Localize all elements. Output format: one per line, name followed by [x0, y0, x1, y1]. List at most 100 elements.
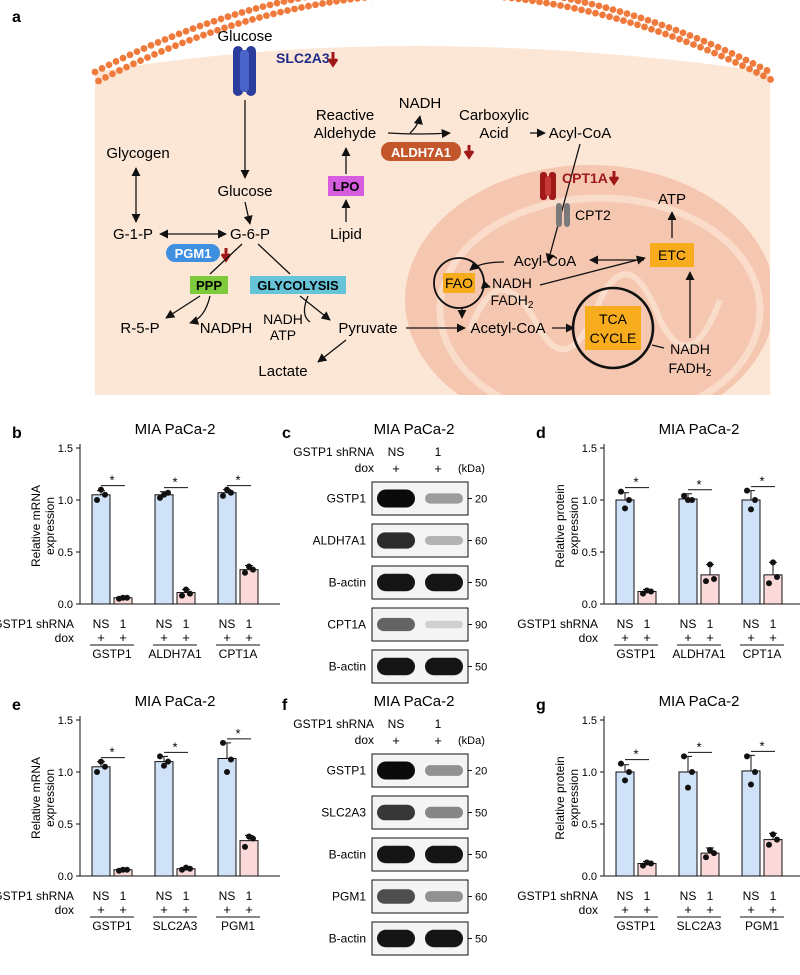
significance-star: * — [696, 739, 701, 754]
data-point — [748, 506, 754, 512]
y-tick-label: 1.0 — [58, 495, 73, 507]
condition-label: 1 — [246, 889, 253, 903]
membrane-dot — [750, 60, 757, 67]
data-point — [774, 574, 780, 580]
blot-row-label: GSTP1 — [327, 764, 367, 778]
data-point — [766, 842, 772, 848]
membrane-dot — [298, 4, 305, 11]
membrane-dot — [92, 69, 99, 76]
blot-row-label: B-actin — [329, 660, 366, 674]
membrane-dot — [599, 11, 606, 18]
bar — [764, 575, 782, 604]
group-label: SLC2A3 — [153, 919, 198, 933]
dox-mark: + — [684, 902, 692, 917]
data-point — [770, 831, 776, 837]
pgm1-label: PGM1 — [175, 246, 212, 261]
g6p: G-6-P — [230, 226, 270, 243]
membrane-dot — [144, 54, 151, 61]
etc-label: ETC — [658, 247, 686, 263]
membrane-dot — [267, 1, 274, 8]
blot-band — [425, 891, 463, 902]
bar — [240, 570, 258, 604]
membrane-dot — [617, 8, 624, 15]
acetyl-coa: Acetyl-CoA — [470, 320, 545, 337]
membrane-dot — [711, 50, 718, 57]
data-point — [228, 757, 234, 763]
fadh-1-text: FADH — [491, 292, 528, 308]
membrane-dot — [589, 1, 596, 8]
blot-band — [425, 807, 463, 818]
membrane-dot — [319, 0, 326, 7]
y-axis-label-line: expression — [43, 769, 57, 827]
condition-label: NS — [156, 617, 173, 631]
y-axis-label: Relative mRNAexpression — [29, 485, 57, 567]
membrane-dot — [669, 33, 676, 40]
y-tick-label: 1.0 — [58, 767, 73, 779]
membrane-dot — [648, 26, 655, 33]
membrane-dot — [659, 22, 666, 29]
nadh-3: NADH — [670, 341, 710, 357]
membrane-dot — [169, 33, 176, 40]
membrane-dot — [624, 10, 631, 17]
membrane-dot — [652, 19, 659, 26]
dox-mark: + — [621, 902, 629, 917]
dox-mark: + — [747, 902, 755, 917]
y-tick-label: 1.0 — [582, 767, 597, 779]
data-point — [165, 759, 171, 765]
significance-star: * — [759, 474, 764, 489]
significance-star: * — [109, 745, 114, 760]
membrane-dot — [550, 1, 557, 8]
membrane-dot — [631, 12, 638, 19]
membrane-dot — [638, 15, 645, 22]
blot-title: MIA PaCa-2 — [374, 421, 455, 438]
membrane-dot — [193, 34, 200, 41]
condition-label: 1 — [120, 889, 127, 903]
membrane-dot — [673, 27, 680, 34]
significance-star: * — [235, 473, 240, 488]
blot-band — [425, 574, 463, 591]
data-point — [766, 580, 772, 586]
dox-mark: + — [119, 630, 127, 645]
nadh-1: NADH — [263, 311, 303, 327]
condition-label: 1 — [246, 617, 253, 631]
blot-kda-value: 20 — [475, 766, 487, 778]
membrane-dot — [102, 74, 109, 81]
bar — [616, 500, 634, 604]
y-tick-label: 1.5 — [58, 715, 73, 727]
membrane-dot — [690, 41, 697, 48]
fadh-2-sub: 2 — [706, 368, 712, 379]
chart-title: MIA PaCa-2 — [135, 421, 216, 438]
chart-title: MIA PaCa-2 — [659, 693, 740, 710]
pyruvate: Pyruvate — [338, 320, 397, 337]
dox-mark: + — [621, 630, 629, 645]
blot-lane-ns: NS — [388, 717, 405, 731]
blot-band — [425, 536, 463, 545]
dox-mark: + — [747, 630, 755, 645]
blot-row-label: CPT1A — [327, 618, 366, 632]
membrane-dot — [708, 41, 715, 48]
y-tick-label: 1.0 — [582, 495, 597, 507]
group-label: GSTP1 — [616, 919, 656, 933]
data-point — [744, 488, 750, 494]
group-label: PGM1 — [745, 919, 779, 933]
membrane-dot — [680, 29, 687, 36]
mitochondrion — [405, 165, 775, 435]
membrane-dot — [277, 9, 284, 16]
membrane-dot — [232, 11, 239, 18]
panel-label-e: e — [12, 697, 21, 714]
condition-label: 1 — [183, 617, 190, 631]
data-point — [711, 850, 717, 856]
condition-label: 1 — [644, 889, 651, 903]
membrane-dot — [596, 2, 603, 9]
data-point — [622, 505, 628, 511]
membrane-dot — [578, 6, 585, 13]
dox-mark: + — [223, 902, 231, 917]
membrane-dot — [113, 58, 120, 65]
condition-label: NS — [219, 617, 236, 631]
y-axis-label-line: expression — [43, 497, 57, 555]
membrane-dot — [627, 19, 634, 26]
glucose-top: Glucose — [217, 28, 272, 45]
carboxylic-2: Acid — [479, 125, 508, 142]
membrane-dot — [158, 48, 165, 55]
